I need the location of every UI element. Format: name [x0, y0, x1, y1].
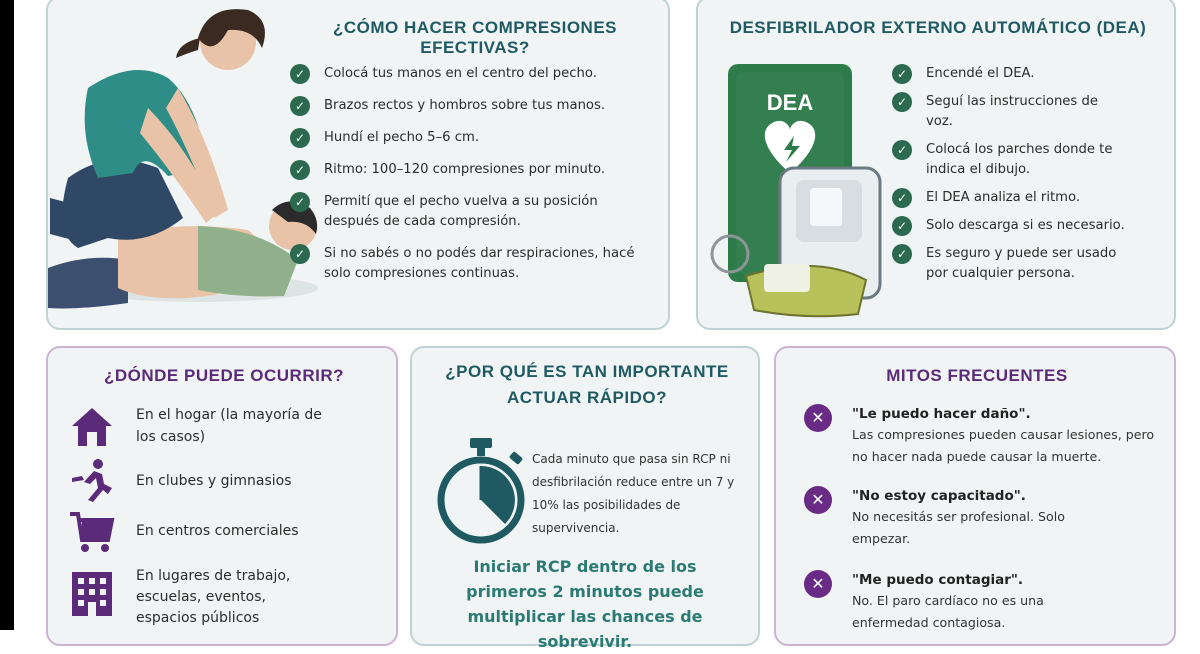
list-item: ✓Encendé el DEA.	[892, 64, 1162, 84]
myth-text: Las compresiones pueden causar lesiones,…	[852, 427, 1155, 464]
list-item: ✓Permití que el pecho vuelva a su posici…	[290, 192, 640, 232]
myth-item: ✕ "Le puedo hacer daño". Las compresione…	[804, 404, 1162, 468]
compressions-list: ✓Colocá tus manos en el centro del pecho…	[290, 64, 660, 284]
list-item: ✓Hundí el pecho 5–6 cm.	[290, 128, 660, 148]
speed-title-line2: ACTUAR RÁPIDO?	[507, 388, 667, 407]
speed-title-line1: ¿POR QUÉ ES TAN IMPORTANTE	[445, 362, 729, 381]
list-item: ✓El DEA analiza el ritmo.	[892, 188, 1162, 208]
dea-list: ✓Encendé el DEA. ✓Seguí las instruccione…	[892, 64, 1162, 284]
myths-title: MITOS FRECUENTES	[886, 366, 1068, 385]
check-icon: ✓	[290, 244, 310, 264]
check-icon: ✓	[290, 192, 310, 212]
check-icon: ✓	[892, 140, 912, 160]
list-item: ✓Solo descarga si es necesario.	[892, 216, 1162, 236]
x-circle-icon: ✕	[804, 404, 832, 432]
locations-card: ¿DÓNDE PUEDE OCURRIR? En el hogar (la ma…	[46, 346, 398, 646]
list-item: ✓Brazos rectos y hombros sobre tus manos…	[290, 96, 660, 116]
dea-title: DESFIBRILADOR EXTERNO AUTOMÁTICO (DEA)	[729, 18, 1147, 37]
location-row-workplaces: En lugares de trabajo, escuelas, eventos…	[68, 566, 326, 629]
myth-item: ✕ "No estoy capacitado". No necesitás se…	[804, 486, 1072, 550]
check-icon: ✓	[892, 216, 912, 236]
myth-text: No necesitás ser profesional. Solo empez…	[852, 509, 1065, 546]
list-item: ✓Seguí las instrucciones de voz.	[892, 92, 1112, 132]
stopwatch-icon	[437, 438, 525, 544]
check-icon: ✓	[290, 96, 310, 116]
myth-head: "Me puedo contagiar".	[852, 572, 1024, 588]
myth-text: No. El paro cardíaco no es una enfermeda…	[852, 593, 1044, 630]
location-text: En el hogar (la mayoría de los casos)	[136, 407, 322, 445]
home-icon	[72, 408, 112, 446]
shopping-cart-icon	[70, 512, 115, 552]
check-icon: ✓	[892, 188, 912, 208]
compressions-card: ¿CÓMO HACER COMPRESIONES EFECTIVAS? ✓Col…	[46, 0, 670, 330]
speed-description: Cada minuto que pasa sin RCP ni desfibri…	[532, 452, 735, 535]
x-circle-icon: ✕	[804, 486, 832, 514]
location-row-malls: En centros comerciales	[68, 510, 299, 554]
list-item: ✓Colocá los parches donde te indica el d…	[892, 140, 1132, 180]
speed-card: ¿POR QUÉ ES TAN IMPORTANTE ACTUAR RÁPIDO…	[410, 346, 760, 651]
dea-device-label: DEA	[766, 90, 814, 115]
location-text: En clubes y gimnasios	[136, 473, 292, 489]
speed-highlight: Iniciar RCP dentro de los primeros 2 min…	[466, 557, 704, 651]
compressions-title: ¿CÓMO HACER COMPRESIONES EFECTIVAS?	[332, 18, 618, 57]
check-icon: ✓	[290, 64, 310, 84]
myth-item: ✕ "Me puedo contagiar". No. El paro card…	[804, 570, 1072, 634]
location-row-home: En el hogar (la mayoría de los casos)	[68, 404, 326, 448]
check-icon: ✓	[892, 64, 912, 84]
list-item: ✓Colocá tus manos en el centro del pecho…	[290, 64, 660, 84]
left-edge-bar	[0, 0, 14, 630]
check-icon: ✓	[892, 92, 912, 112]
running-person-icon	[72, 459, 112, 502]
building-icon	[72, 572, 112, 616]
check-icon: ✓	[892, 244, 912, 264]
dea-device-illustration	[710, 64, 882, 318]
dea-card: DESFIBRILADOR EXTERNO AUTOMÁTICO (DEA) D…	[696, 0, 1176, 330]
cpr-illustration	[48, 9, 318, 309]
x-circle-icon: ✕	[804, 570, 832, 598]
check-icon: ✓	[290, 128, 310, 148]
list-item: ✓Ritmo: 100–120 compresiones por minuto.	[290, 160, 660, 180]
list-item: ✓Es seguro y puede ser usado por cualqui…	[892, 244, 1142, 284]
location-text: En lugares de trabajo, escuelas, eventos…	[136, 568, 291, 626]
list-item: ✓Si no sabés o no podés dar respiracione…	[290, 244, 640, 284]
myth-head: "No estoy capacitado".	[852, 488, 1026, 504]
location-row-clubs: En clubes y gimnasios	[68, 458, 292, 502]
check-icon: ✓	[290, 160, 310, 180]
myth-head: "Le puedo hacer daño".	[852, 406, 1031, 422]
locations-title: ¿DÓNDE PUEDE OCURRIR?	[103, 366, 344, 385]
location-text: En centros comerciales	[136, 523, 299, 539]
myths-card: MITOS FRECUENTES ✕ "Le puedo hacer daño"…	[774, 346, 1176, 646]
